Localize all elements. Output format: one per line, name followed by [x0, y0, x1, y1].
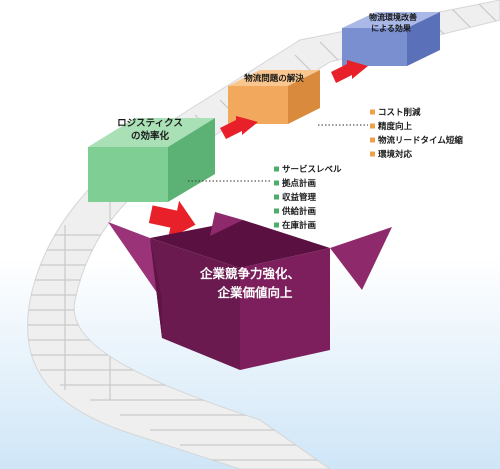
arrow-blue-to-orange [331, 60, 368, 83]
box-environment-label-1: 物流環境改善 [369, 12, 417, 22]
box-corporate-value: 企業競争力強化、 企業価値向上 [108, 212, 392, 370]
green-item-3: 供給計画 [281, 206, 316, 217]
box-problem-label: 物流問題の解決 [244, 73, 304, 84]
bullet-green [274, 194, 279, 200]
bullet-green [274, 222, 279, 228]
green-item-1: 拠点計画 [281, 178, 316, 189]
bullet-orange [370, 123, 375, 129]
box-environment-label-2: による効果 [371, 23, 411, 33]
green-item-2: 収益管理 [282, 192, 317, 203]
bullet-green [274, 166, 279, 172]
bullet-orange [370, 151, 375, 157]
bullet-orange [370, 137, 375, 143]
bullet-green [274, 180, 279, 186]
orange-item-0: コスト削減 [378, 107, 421, 118]
bullet-orange [370, 109, 375, 115]
bullet-green [274, 208, 279, 214]
box-logistics-label-1: ロジスティクス [117, 118, 183, 129]
green-item-list: サービスレベル 拠点計画 収益管理 供給計画 在庫計画 [274, 164, 342, 231]
green-item-4: 在庫計画 [282, 220, 316, 231]
box-final-label-2: 企業価値向上 [216, 285, 293, 300]
green-item-0: サービスレベル [282, 164, 342, 175]
arrow-green-to-purple [148, 200, 196, 240]
box-logistics-label-2: の効率化 [131, 130, 170, 142]
box-final-label-1: 企業競争力強化、 [199, 266, 300, 281]
orange-item-2: 物流リードタイム短縮 [378, 135, 463, 146]
arrow-orange-to-green [220, 116, 258, 139]
orange-item-3: 環境対応 [378, 149, 413, 160]
orange-item-1: 精度向上 [378, 121, 413, 132]
box-environment-effect: 物流環境改善 による効果 [342, 12, 440, 66]
orange-item-list: コスト削減 精度向上 物流リードタイム短縮 環境対応 [370, 107, 463, 160]
